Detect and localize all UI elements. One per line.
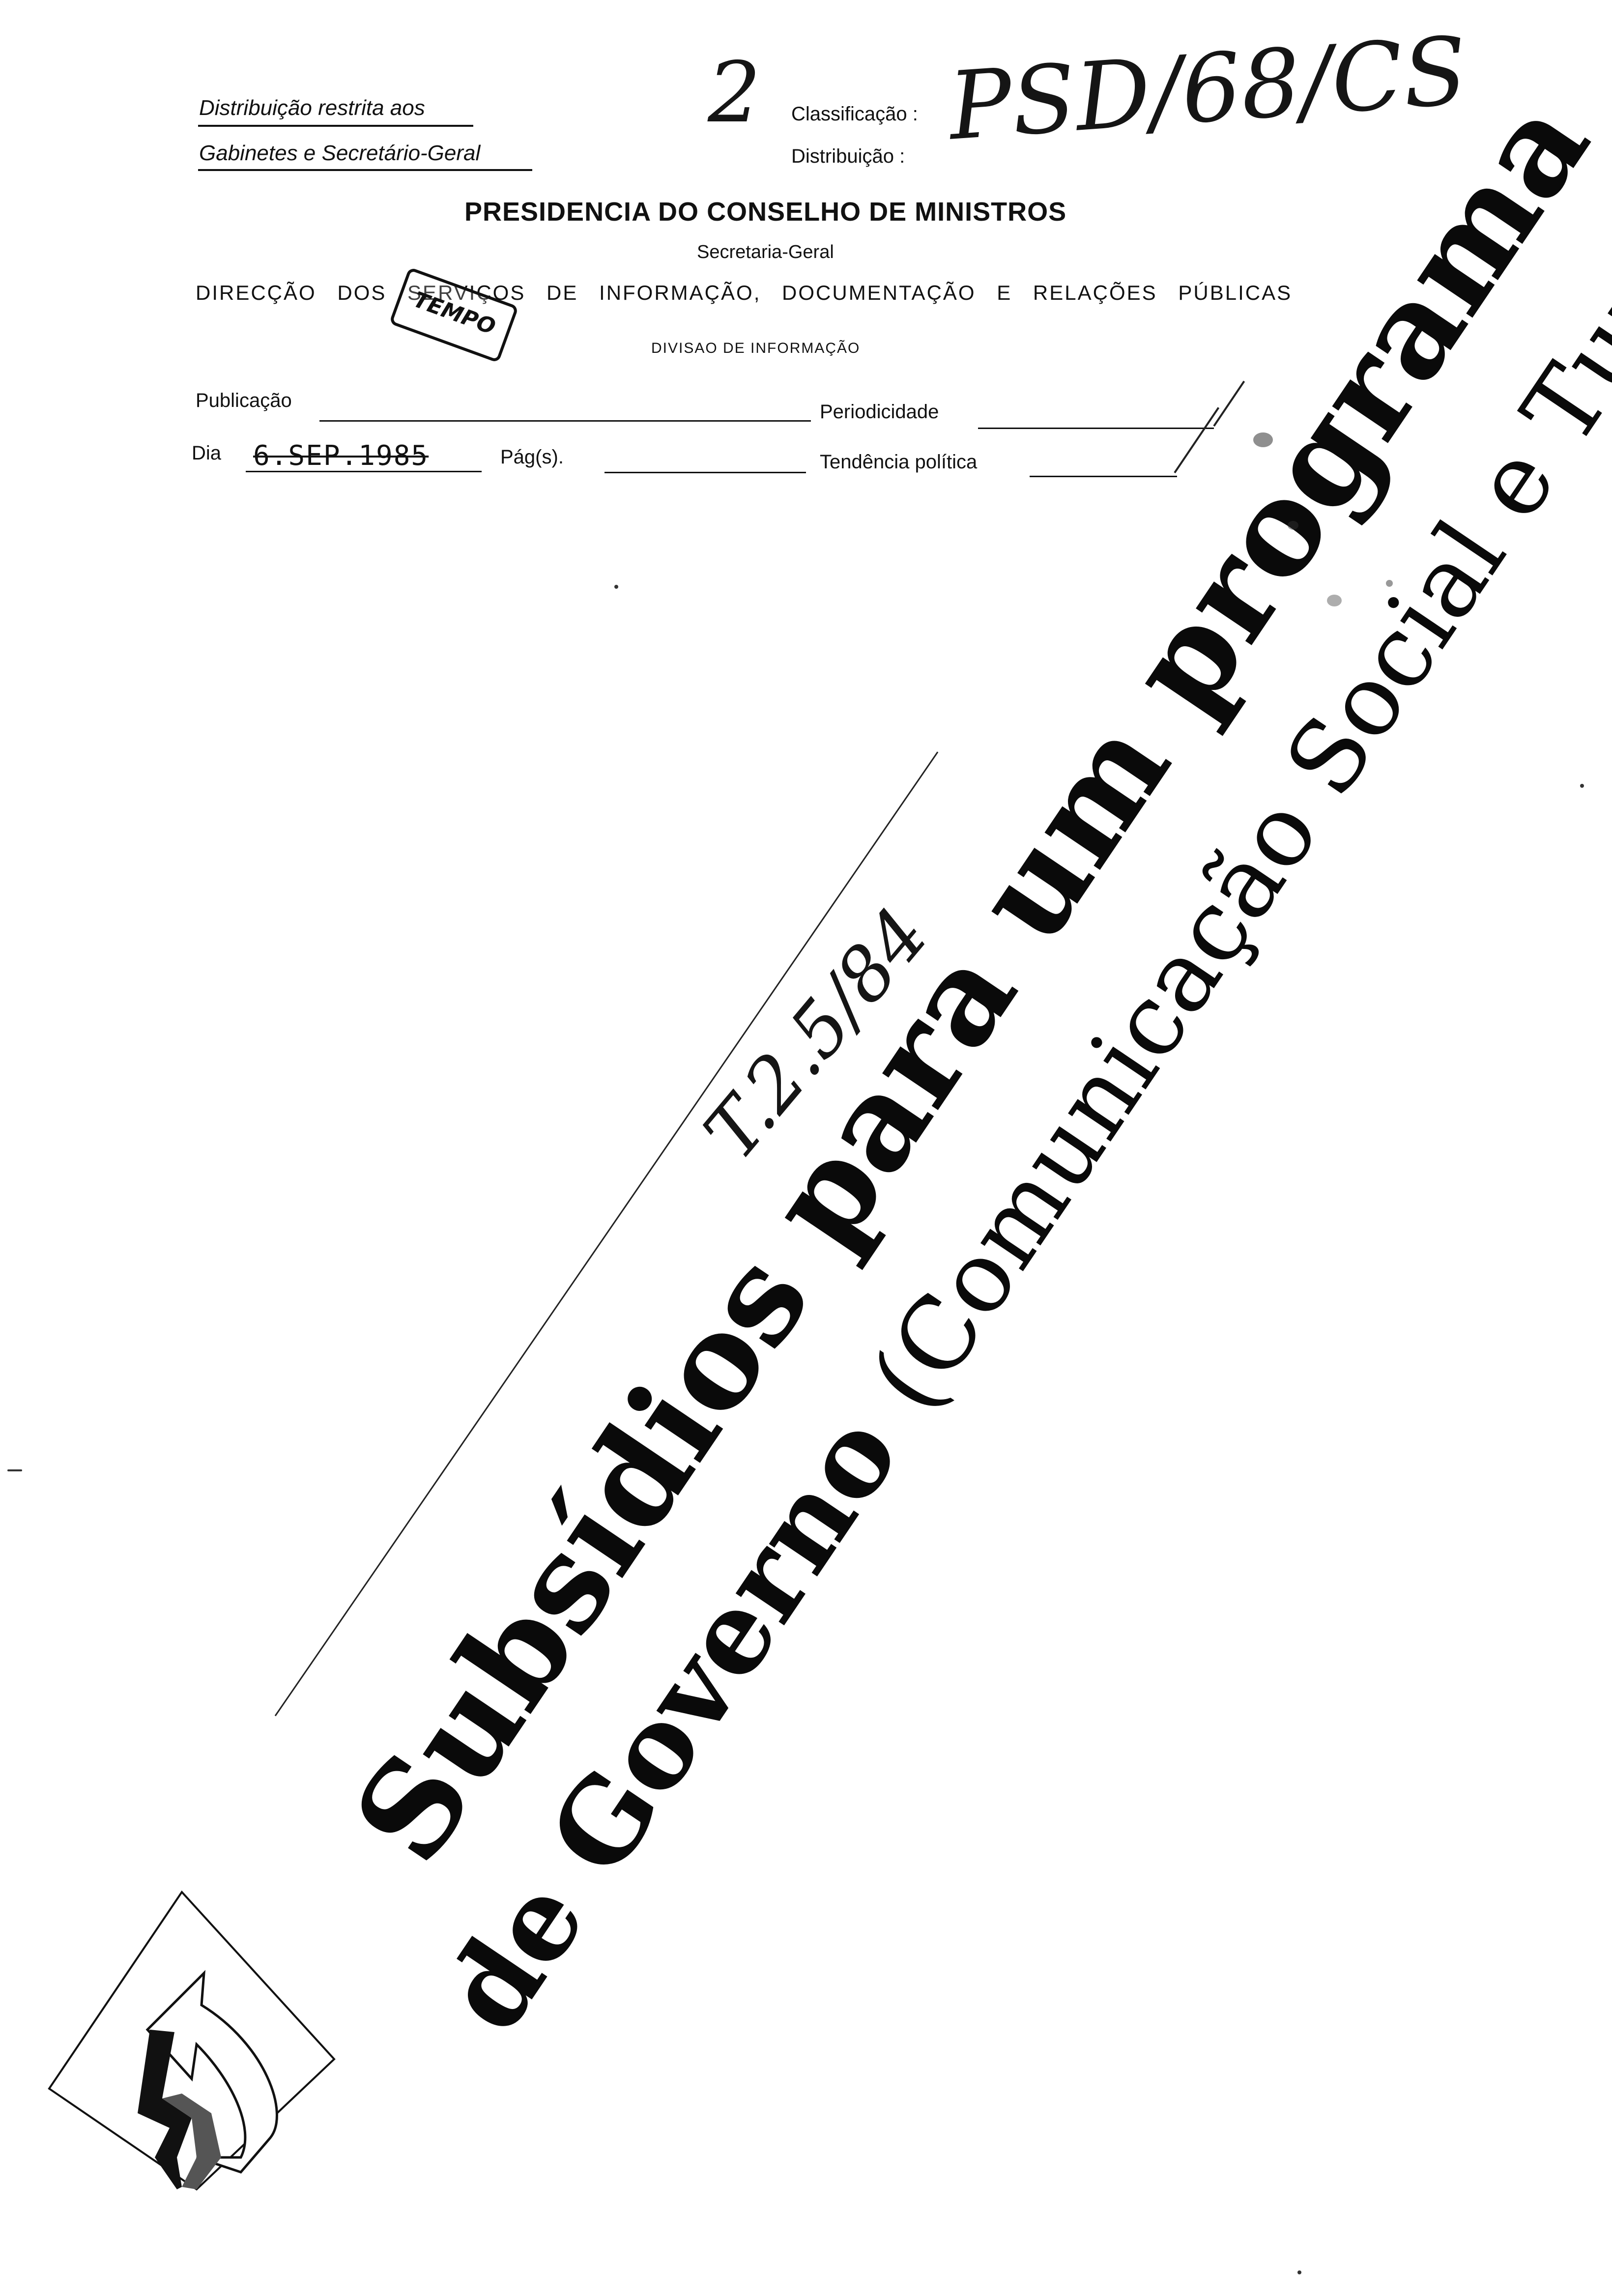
logo-arrow-diamond-icon xyxy=(48,1890,336,2191)
scan-speck xyxy=(1386,580,1393,587)
dia-label: Dia xyxy=(192,442,222,464)
pags-label: Pág(s). xyxy=(500,446,564,468)
diag-stroke-1 xyxy=(1174,407,1220,474)
classificacao-label: Classificação : xyxy=(791,103,918,125)
scan-speck xyxy=(1288,521,1298,530)
scan-speck xyxy=(7,1469,22,1471)
divisao-line: DIVISAO DE INFORMAÇÃO xyxy=(651,340,861,356)
handwritten-number: 2 xyxy=(708,44,761,142)
scan-speck xyxy=(1580,784,1584,788)
distribuicao-label: Distribuição : xyxy=(791,145,905,167)
tendencia-blank xyxy=(1030,476,1177,477)
ministry-subtitle: Secretaria-Geral xyxy=(697,242,834,262)
document-title-line1: Subsídios para um programa xyxy=(324,71,1612,1889)
diag-stroke-2 xyxy=(1213,380,1245,427)
periodicidade-blank xyxy=(978,428,1214,429)
scan-speck xyxy=(1327,595,1342,606)
pags-blank xyxy=(604,472,806,473)
ministry-title: PRESIDENCIA DO CONSELHO DE MINISTROS xyxy=(464,197,1067,227)
restricted-distribution-line1: Distribuição restrita aos xyxy=(199,96,425,120)
restricted-distribution-line2: Gabinetes e Secretário-Geral xyxy=(199,141,481,165)
restricted-underline-1 xyxy=(198,125,473,127)
tendencia-label: Tendência política xyxy=(820,451,978,473)
restricted-underline-2 xyxy=(198,169,532,171)
dia-date-stamp: 6.SEP.1985 xyxy=(253,440,429,472)
scan-speck xyxy=(1253,432,1273,447)
scan-speck xyxy=(1297,2270,1301,2274)
periodicidade-label: Periodicidade xyxy=(820,401,939,423)
scan-speck xyxy=(614,585,618,589)
publicacao-blank xyxy=(319,420,811,422)
handwritten-classification: PSD/68/CS xyxy=(945,16,1471,161)
dia-blank xyxy=(246,471,482,472)
direccao-line: DIRECÇÃO DOS SERVIÇOS DE INFORMAÇÃO, DOC… xyxy=(196,281,1293,304)
publicacao-label: Publicação xyxy=(196,390,292,411)
